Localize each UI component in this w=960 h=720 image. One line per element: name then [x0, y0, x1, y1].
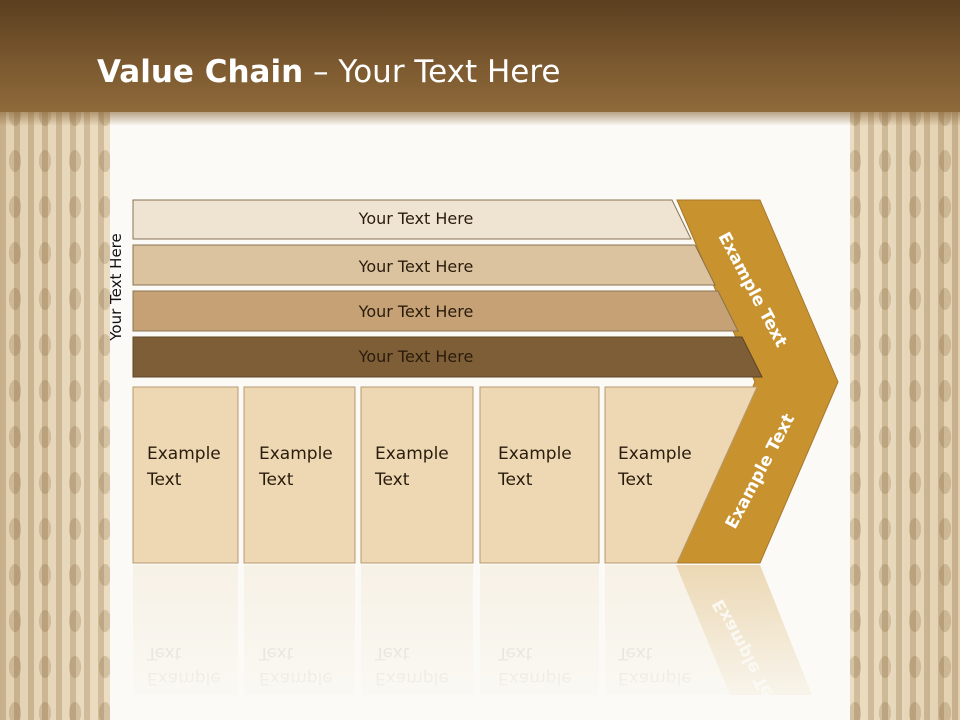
bar-3 [132, 290, 739, 332]
box-3-line1: Example [375, 444, 449, 464]
box-2-line1: Example [259, 444, 333, 464]
bar-4-label: Your Text Here [358, 347, 474, 366]
box-1 [132, 386, 239, 564]
box-5-line2: Text [617, 470, 653, 490]
reflection-fade [120, 565, 840, 720]
title-bold: Value Chain [97, 54, 304, 90]
box-4-line2: Text [497, 470, 533, 490]
box-5-line1: Example [618, 444, 692, 464]
bar-4 [132, 336, 763, 378]
box-4 [479, 386, 600, 564]
bar-3-label: Your Text Here [358, 302, 474, 321]
bar-2-label: Your Text Here [358, 257, 474, 276]
bar-1 [132, 199, 692, 240]
bar-1-label: Your Text Here [358, 209, 474, 228]
box-5 [604, 386, 758, 564]
bar-2 [132, 244, 716, 286]
title-rest: – Your Text Here [303, 54, 561, 90]
slide-title: Value Chain – Your Text Here [97, 54, 560, 90]
box-2-line2: Text [258, 470, 294, 490]
title-bar: Value Chain – Your Text Here [0, 0, 960, 126]
box-4-line1: Example [498, 444, 572, 464]
box-1-line1: Example [147, 444, 221, 464]
box-3 [360, 386, 474, 564]
box-3-line2: Text [374, 470, 410, 490]
box-1-line2: Text [146, 470, 182, 490]
box-2 [243, 386, 356, 564]
